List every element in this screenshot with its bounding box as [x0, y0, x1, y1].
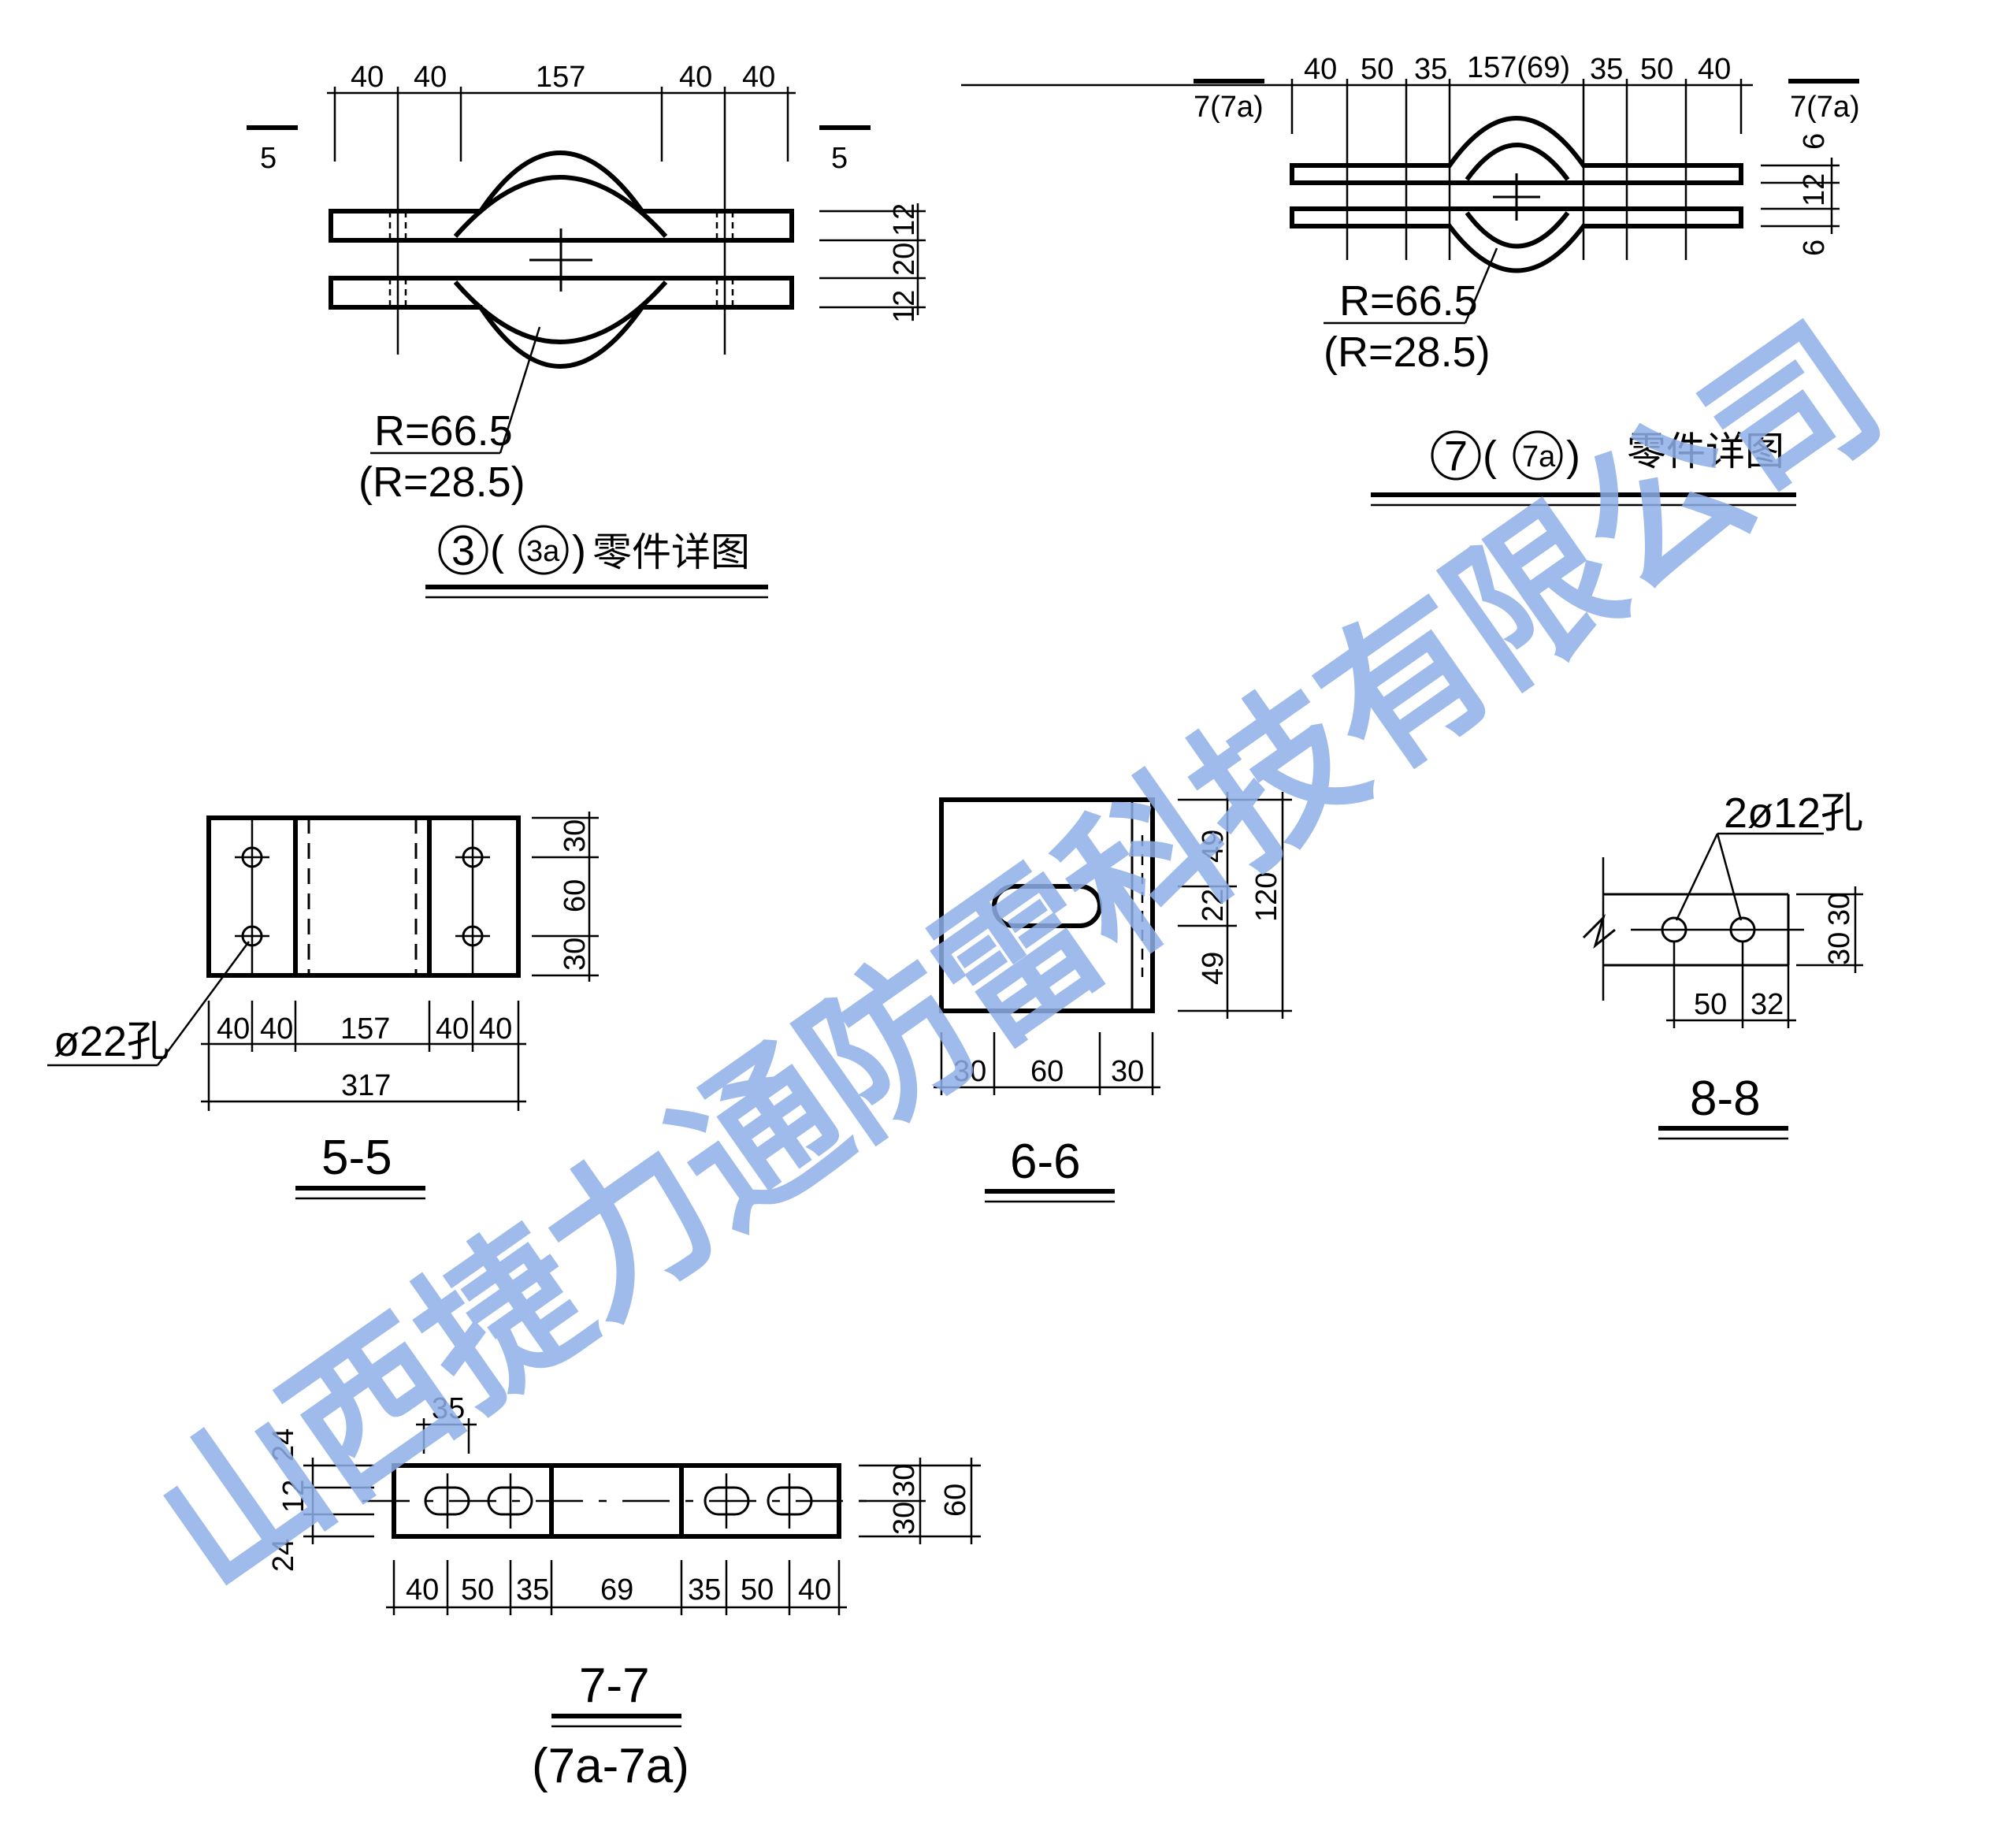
detail-3-radius-outer: R=66.5	[374, 407, 513, 455]
section-8-group: 50 32 2ø12孔 30 30 8-8	[1582, 789, 1863, 1140]
detail-7-dim-4: 157(69)	[1467, 51, 1570, 84]
section-5-group: 30 60 30 ø22孔 40 40 157 40 40 317 5-5	[47, 812, 599, 1200]
section-5-dim-right-2: 60	[559, 879, 592, 912]
detail-7-dim-3: 35	[1414, 53, 1447, 86]
section-6-dim-3: 30	[1111, 1055, 1144, 1088]
detail-3-title-paren-open: (	[490, 527, 504, 574]
section-6-title: 6-6	[1010, 1135, 1081, 1189]
section-7-dim-1: 40	[406, 1573, 439, 1607]
section-7-dim-4: 69	[600, 1573, 633, 1607]
section-7-dim-right-1: 30	[888, 1464, 921, 1497]
section-7-group: 35 24 12 24 30 30 60 40 50 35 69 35 50	[267, 1392, 981, 1793]
detail-3-dim-right-3: 12	[888, 290, 921, 323]
section-8-dim-right-1: 30	[1823, 893, 1856, 926]
section-7-title: 7-7	[579, 1659, 650, 1713]
section-6-dim-right-3: 49	[1197, 952, 1230, 985]
detail-3-dim-right-2: 20	[888, 243, 921, 276]
detail-3-dim-right-1: 12	[888, 203, 921, 236]
detail-7-dim-5: 35	[1590, 53, 1623, 86]
detail-3-title-paren-close: )	[572, 527, 586, 574]
section-8-dim-bottom-2: 32	[1751, 988, 1784, 1021]
section-8-dim-bottom-1: 50	[1694, 988, 1727, 1021]
section-7-dim-right-2: 30	[888, 1502, 921, 1535]
section-7-dim-3: 35	[516, 1573, 549, 1607]
detail-3-radius-inner: (R=28.5)	[358, 459, 525, 506]
section-6-group: 49 22 49 120 30 60 30 6-6	[934, 792, 1292, 1203]
section-8-title: 8-8	[1690, 1072, 1761, 1126]
section-7-dim-left-2: 12	[277, 1480, 310, 1513]
section-6-dim-1: 30	[953, 1055, 986, 1088]
section-7-dim-2: 50	[461, 1573, 494, 1607]
section-7-dim-left-1: 24	[267, 1428, 300, 1462]
section-6-dim-right-1: 49	[1197, 830, 1230, 863]
section-7-dim-5: 35	[688, 1573, 721, 1607]
detail-7-dim-1: 40	[1304, 53, 1337, 86]
section-6-dim-2: 60	[1030, 1055, 1064, 1088]
detail-7-section-mark-left: 7(7a)	[1194, 91, 1264, 124]
detail-3-title-alt: 3a	[526, 535, 560, 568]
detail-7-title-num: 7	[1444, 433, 1468, 480]
section-7-dim-right-total: 60	[939, 1484, 972, 1517]
section-7-dim-7: 40	[798, 1573, 831, 1607]
section-5-title: 5-5	[321, 1131, 392, 1185]
section-6-dim-right-2: 22	[1197, 889, 1230, 922]
section-7-subtitle: (7a-7a)	[532, 1739, 689, 1793]
detail-7-title-paren-open: (	[1483, 433, 1497, 480]
section-5-dim-5: 40	[479, 1012, 512, 1046]
section-8-hole-note: 2ø12孔	[1724, 789, 1863, 837]
section-5-dim-right-1: 30	[559, 819, 592, 853]
section-5-dim-1: 40	[217, 1012, 250, 1046]
section-5-hole-note: ø22孔	[54, 1018, 169, 1065]
detail-3-dim-1: 40	[351, 61, 384, 94]
section-7-dim-left-3: 24	[267, 1539, 300, 1572]
detail-7-group: 40 50 35 157(69) 35 50 40 7(7a) 7(7a) 6 …	[961, 51, 1860, 507]
detail-7-title-paren-close: )	[1566, 433, 1580, 480]
section-7-dim-top: 35	[432, 1392, 465, 1425]
detail-3-group: 40 40 157 40 40 5 5 12 20	[247, 61, 926, 599]
detail-3-dim-2: 40	[414, 61, 447, 94]
detail-7-dim-6: 50	[1640, 53, 1673, 86]
detail-7-radius-outer: R=66.5	[1339, 277, 1478, 325]
section-5-dim-right-3: 30	[559, 938, 592, 971]
detail-3-section-mark-left: 5	[260, 142, 277, 175]
detail-7-dim-right-3: 6	[1798, 240, 1831, 256]
section-5-dim-4: 40	[436, 1012, 469, 1046]
section-5-dim-total: 317	[341, 1069, 391, 1102]
detail-7-dim-right-2: 12	[1798, 173, 1831, 206]
section-6-dim-total: 120	[1250, 872, 1283, 922]
detail-7-dim-7: 40	[1698, 53, 1731, 86]
detail-7-dim-2: 50	[1361, 53, 1394, 86]
detail-3-title-num: 3	[451, 527, 475, 574]
section-8-dim-right-2: 30	[1823, 932, 1856, 965]
section-5-dim-3: 157	[340, 1012, 390, 1046]
section-5-dim-2: 40	[260, 1012, 293, 1046]
section-7-dim-6: 50	[741, 1573, 774, 1607]
detail-3-title-text: 零件详图	[592, 529, 750, 575]
detail-3-section-mark-right: 5	[831, 142, 848, 175]
detail-7-section-mark-right: 7(7a)	[1790, 91, 1860, 124]
detail-3-dim-5: 40	[742, 61, 775, 94]
detail-3-dim-3: 157	[536, 61, 585, 94]
detail-7-title-alt: 7a	[1522, 440, 1556, 474]
detail-7-title-text: 零件详图	[1627, 429, 1784, 474]
detail-3-dim-4: 40	[679, 61, 712, 94]
detail-7-dim-right-1: 6	[1798, 133, 1831, 150]
detail-7-radius-inner: (R=28.5)	[1324, 329, 1491, 376]
